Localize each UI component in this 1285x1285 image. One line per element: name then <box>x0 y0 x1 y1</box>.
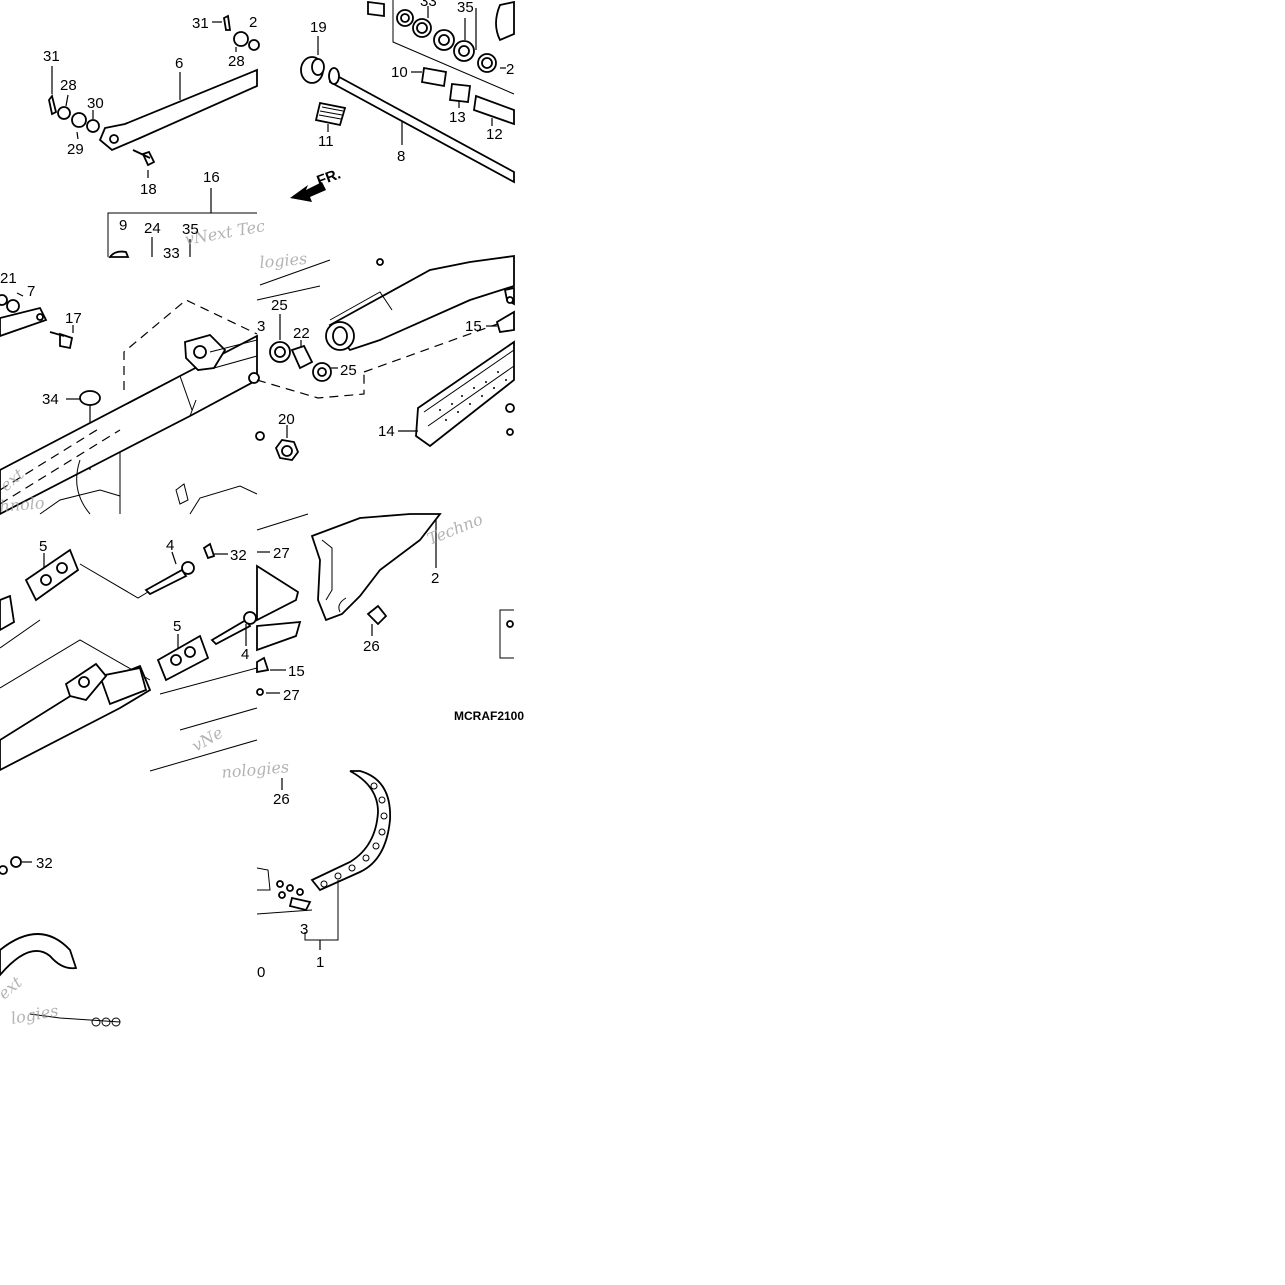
front-label: FR. <box>315 166 344 190</box>
callout-24: 24 <box>144 220 161 237</box>
callout-16: 16 <box>203 169 220 186</box>
callout-21: 21 <box>0 270 17 287</box>
tile-lower-guard <box>0 856 121 1027</box>
svg-text:logies: logies <box>259 249 308 272</box>
callout-4: 4 <box>166 537 174 554</box>
callout-4: 4 <box>241 646 249 663</box>
callout-26: 26 <box>363 638 380 655</box>
callout-5: 5 <box>173 618 181 635</box>
callout-32: 32 <box>230 547 247 564</box>
callout-11: 11 <box>318 133 334 150</box>
callout-7: 7 <box>27 283 35 300</box>
callout-2: 2 <box>249 14 257 31</box>
callout-26: 26 <box>273 791 290 808</box>
svg-text:logies: logies <box>9 1001 59 1028</box>
callout-9: 9 <box>119 217 127 234</box>
tile-brake-arm <box>48 14 260 258</box>
callout-12: 12 <box>486 126 503 143</box>
callout-15: 15 <box>288 663 305 680</box>
tile-pivot-shaft <box>290 0 515 202</box>
callout-31: 31 <box>43 48 60 65</box>
callout-13: 13 <box>449 109 466 126</box>
callout-3: 3 <box>257 318 265 335</box>
callout-labels: 31 2 31 28 28 30 29 6 18 16 9 24 35 33 1… <box>0 0 514 981</box>
callout-35: 35 <box>457 0 474 16</box>
callout-18: 18 <box>140 181 157 198</box>
callout-30: 30 <box>87 95 104 112</box>
callout-27: 27 <box>283 687 300 704</box>
front-arrow-icon <box>290 182 326 202</box>
callout-0: 0 <box>257 964 265 981</box>
callout-5: 5 <box>39 538 47 555</box>
callout-28: 28 <box>228 53 245 70</box>
callout-31: 31 <box>192 15 209 32</box>
callout-17: 17 <box>65 310 82 327</box>
callout-20: 20 <box>278 411 295 428</box>
callout-25: 25 <box>340 362 357 379</box>
callout-2: 2 <box>506 61 514 78</box>
tile-swingarm-left <box>0 292 260 516</box>
callout-10: 10 <box>391 64 408 81</box>
callout-1: 1 <box>316 954 324 971</box>
callout-33: 33 <box>163 245 180 262</box>
svg-text:hnolo: hnolo <box>0 493 45 516</box>
callout-32: 32 <box>36 855 53 872</box>
callout-14: 14 <box>378 423 395 440</box>
callout-25: 25 <box>271 297 288 314</box>
callout-6: 6 <box>175 55 183 72</box>
tile-chain-slider <box>255 254 515 461</box>
callout-2: 2 <box>431 570 439 587</box>
tile-chain-case <box>256 513 514 696</box>
svg-text:nologies: nologies <box>221 757 290 782</box>
callout-28: 28 <box>60 77 77 94</box>
callout-27: 27 <box>273 545 290 562</box>
callout-15: 15 <box>465 318 482 335</box>
tile-drive-chain <box>256 770 391 950</box>
callout-3: 3 <box>300 921 308 938</box>
callout-8: 8 <box>397 148 405 165</box>
callout-33: 33 <box>420 0 437 10</box>
callout-29: 29 <box>67 141 84 158</box>
callout-19: 19 <box>310 19 327 36</box>
diagram-code: MCRAF2100 <box>454 709 524 723</box>
callout-22: 22 <box>293 325 310 342</box>
callout-35: 35 <box>182 221 199 238</box>
callout-34: 34 <box>42 391 59 408</box>
tile-chain-adjusters <box>0 542 258 772</box>
svg-text:ext: ext <box>0 972 26 1003</box>
